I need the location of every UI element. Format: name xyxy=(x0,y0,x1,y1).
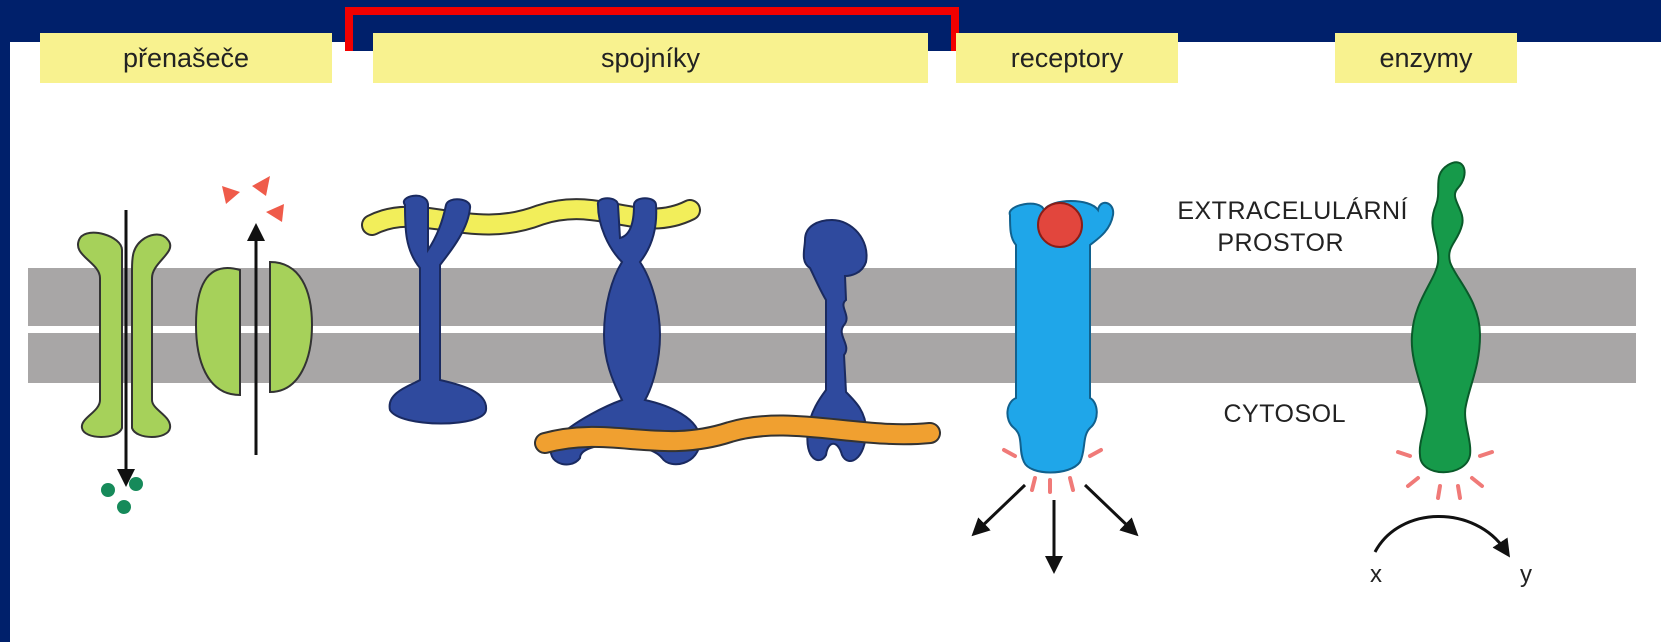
reaction-arrow xyxy=(1375,516,1505,552)
linker-protein-2 xyxy=(551,198,700,464)
enzyme-protein xyxy=(1412,162,1480,472)
cytosol-label: CYTOSOL xyxy=(1108,398,1346,430)
substrate-label: x xyxy=(1370,561,1382,588)
extracellular-space-label: EXTRACELULÁRNÍ PROSTOR xyxy=(1108,195,1408,259)
signal-arrows xyxy=(978,485,1132,565)
transported-molecules-green xyxy=(101,477,143,514)
transported-molecules-red xyxy=(222,176,284,222)
extracellular-label-line2: PROSTOR xyxy=(1108,227,1344,259)
ligand-molecule xyxy=(1038,203,1082,247)
extracellular-label-line1: EXTRACELULÁRNÍ xyxy=(1108,195,1408,227)
product-label: y xyxy=(1520,561,1532,588)
